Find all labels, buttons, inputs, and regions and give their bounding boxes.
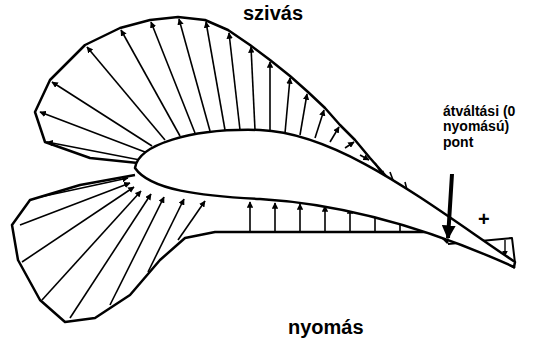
suction-label: szivás [243, 2, 303, 24]
plus-sign: + [478, 208, 490, 230]
pressure-label: nyomás [288, 316, 364, 338]
transition-pointer [448, 174, 452, 238]
airfoil-profile [135, 130, 515, 267]
transition-point-label: átváltási (0 nyomású) pont [443, 104, 531, 150]
